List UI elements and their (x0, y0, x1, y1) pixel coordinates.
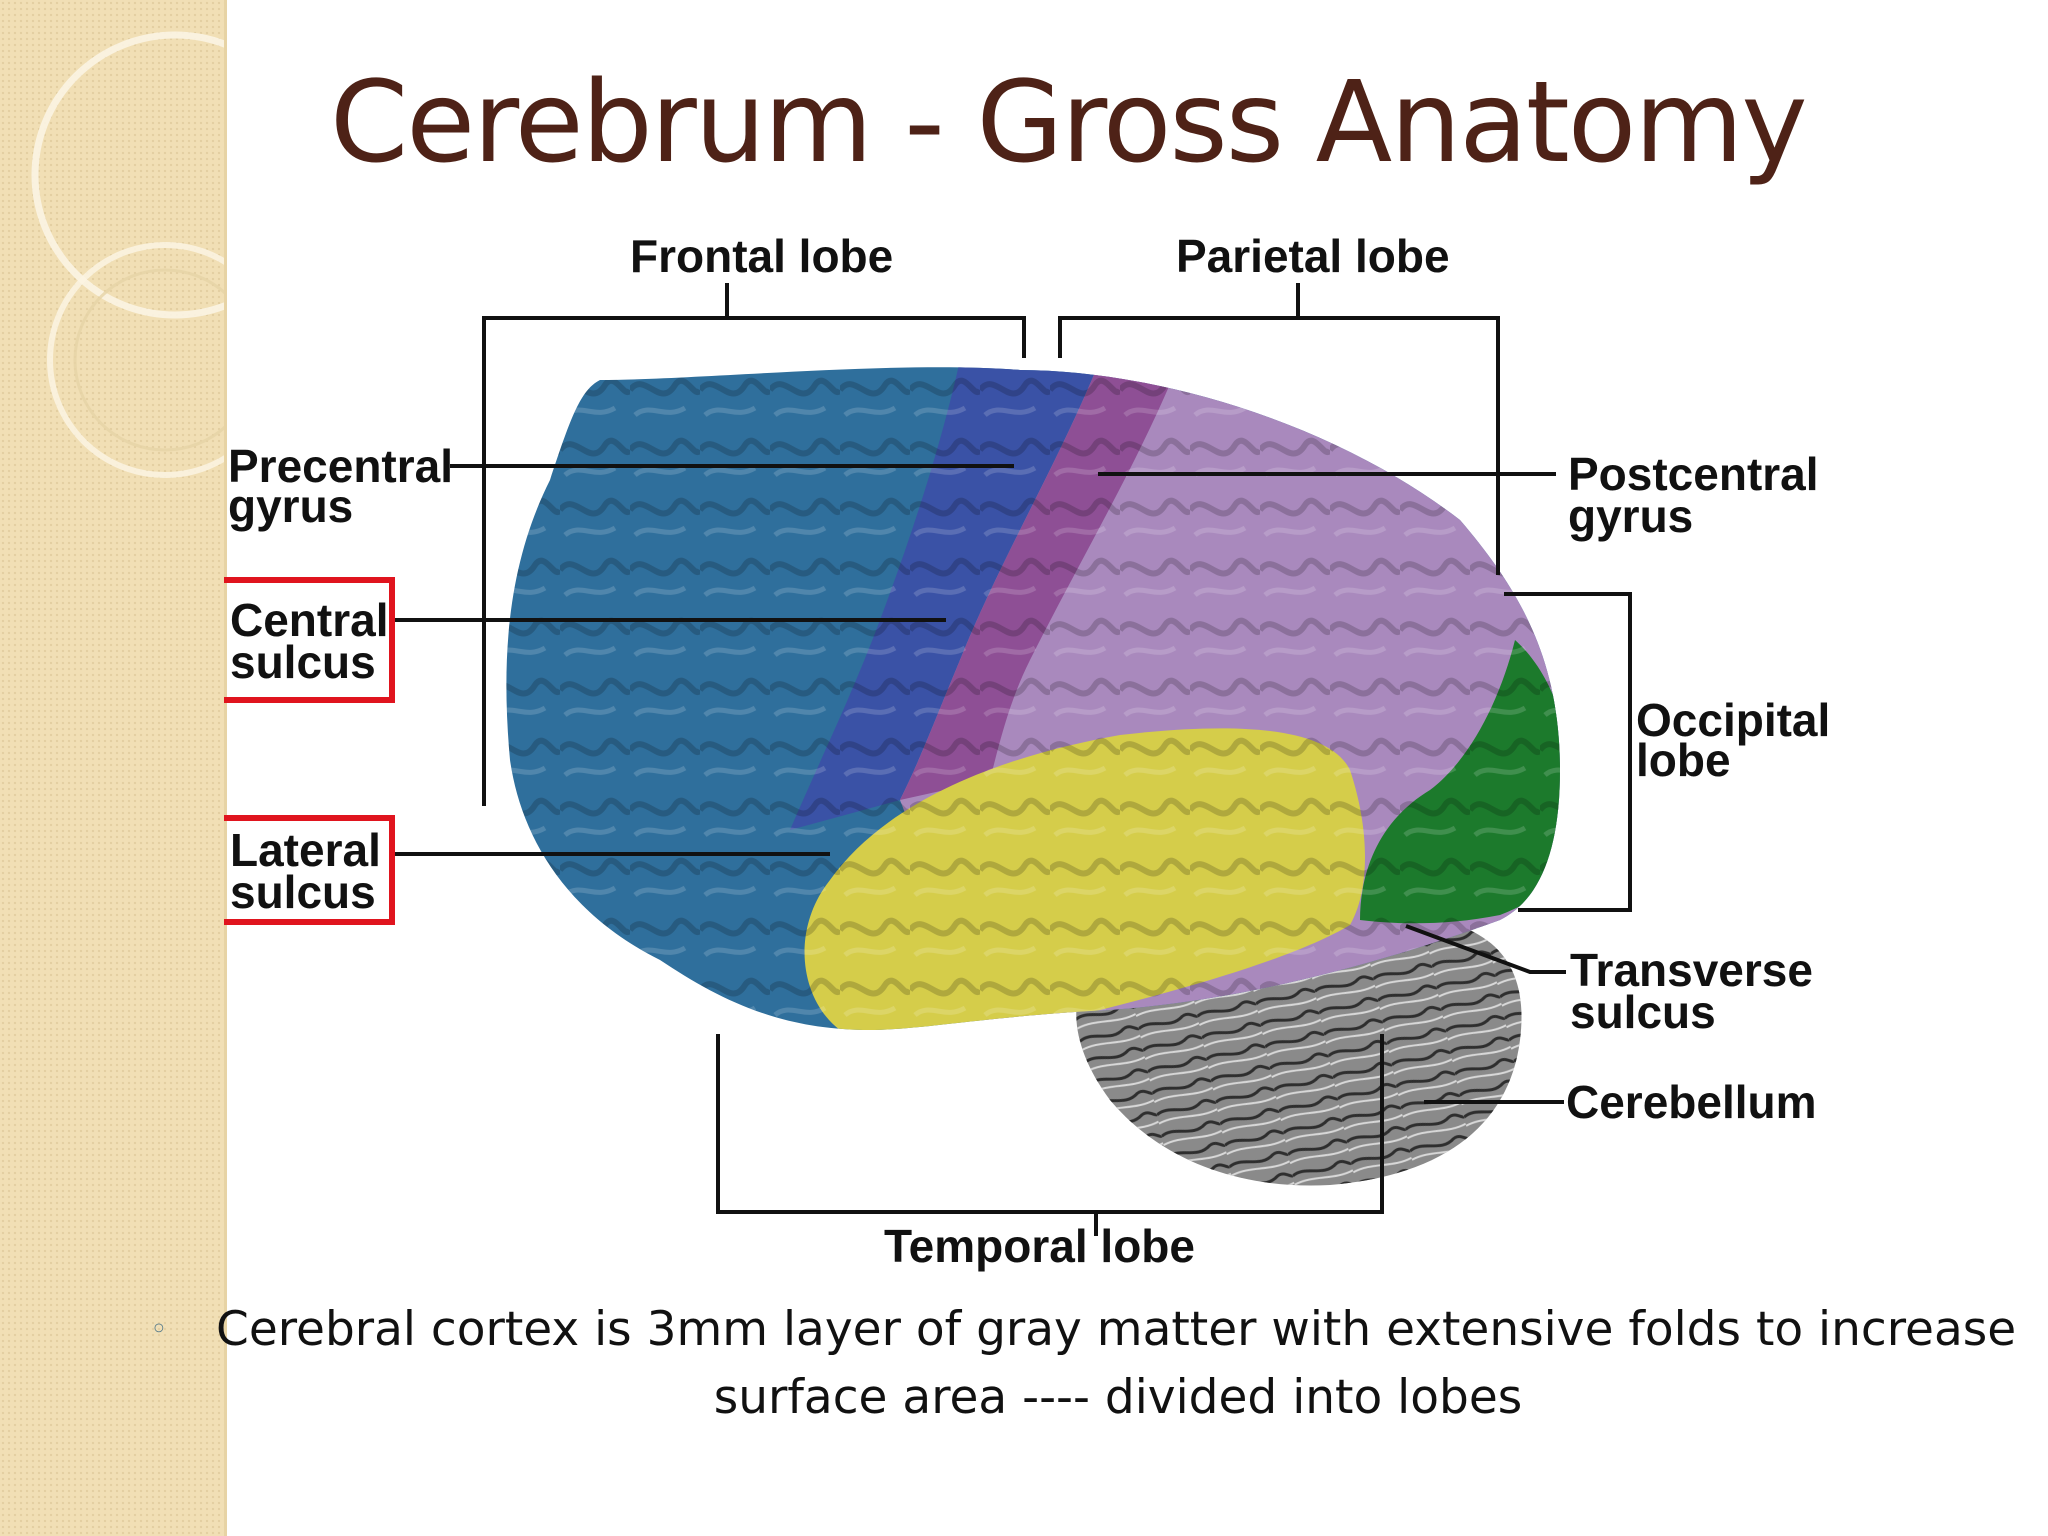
parietal-lobe-bracket (1058, 316, 1500, 575)
transverse-sulcus-label-line1: Transverse (1570, 944, 1813, 996)
occipital-lobe-label-line1: Occipital (1636, 694, 1830, 746)
sidebar-edge (224, 0, 227, 1536)
central-sulcus-label-line1: Central (230, 594, 388, 646)
central-sulcus-label-line2: sulcus (230, 636, 376, 688)
lateral-sulcus-highlight-box (224, 815, 395, 925)
decorative-sidebar (0, 0, 319, 1536)
cerebrum-lobes (506, 367, 1560, 1030)
decorative-rings (31, 31, 319, 478)
occipital-lobe-bracket (1504, 592, 1632, 912)
precentral-gyrus-label-line1: Precentral (228, 440, 453, 492)
lateral-sulcus-label-line1: Lateral (230, 824, 381, 876)
postcentral-gyrus-label-line1: Postcentral (1568, 448, 1819, 500)
bullet-marker: ◦ (150, 1312, 168, 1347)
frontal-lobe-label: Frontal lobe (630, 230, 893, 282)
slide-title: Cerebrum - Gross Anatomy (330, 58, 1808, 188)
leader-lines (392, 283, 1632, 1236)
central-sulcus-highlight-box (224, 577, 395, 703)
transverse-sulcus-leader (1405, 924, 1566, 974)
cerebellum-label: Cerebellum (1566, 1076, 1817, 1128)
transverse-sulcus-label-line2: sulcus (1570, 986, 1716, 1038)
caption-line-1: Cerebral cortex is 3mm layer of gray mat… (216, 1302, 2017, 1357)
occipital-lobe-label-line2: lobe (1636, 734, 1731, 786)
brain-lobes-diagram: Frontal lobe Parietal lobe Precentral gy… (224, 230, 1830, 1272)
temporal-lobe-label: Temporal lobe (884, 1220, 1195, 1272)
postcentral-gyrus-label-line2: gyrus (1568, 490, 1693, 542)
caption-line-2: surface area ---- divided into lobes (713, 1370, 1523, 1425)
bullet-caption: ◦ Cerebral cortex is 3mm layer of gray m… (150, 1296, 2020, 1432)
precentral-gyrus-label-line2: gyrus (228, 480, 353, 532)
frontal-lobe-bracket (482, 316, 1026, 806)
parietal-lobe-label: Parietal lobe (1176, 230, 1450, 282)
temporal-lobe-bracket (716, 1034, 1384, 1214)
lateral-sulcus-label-line2: sulcus (230, 866, 376, 918)
